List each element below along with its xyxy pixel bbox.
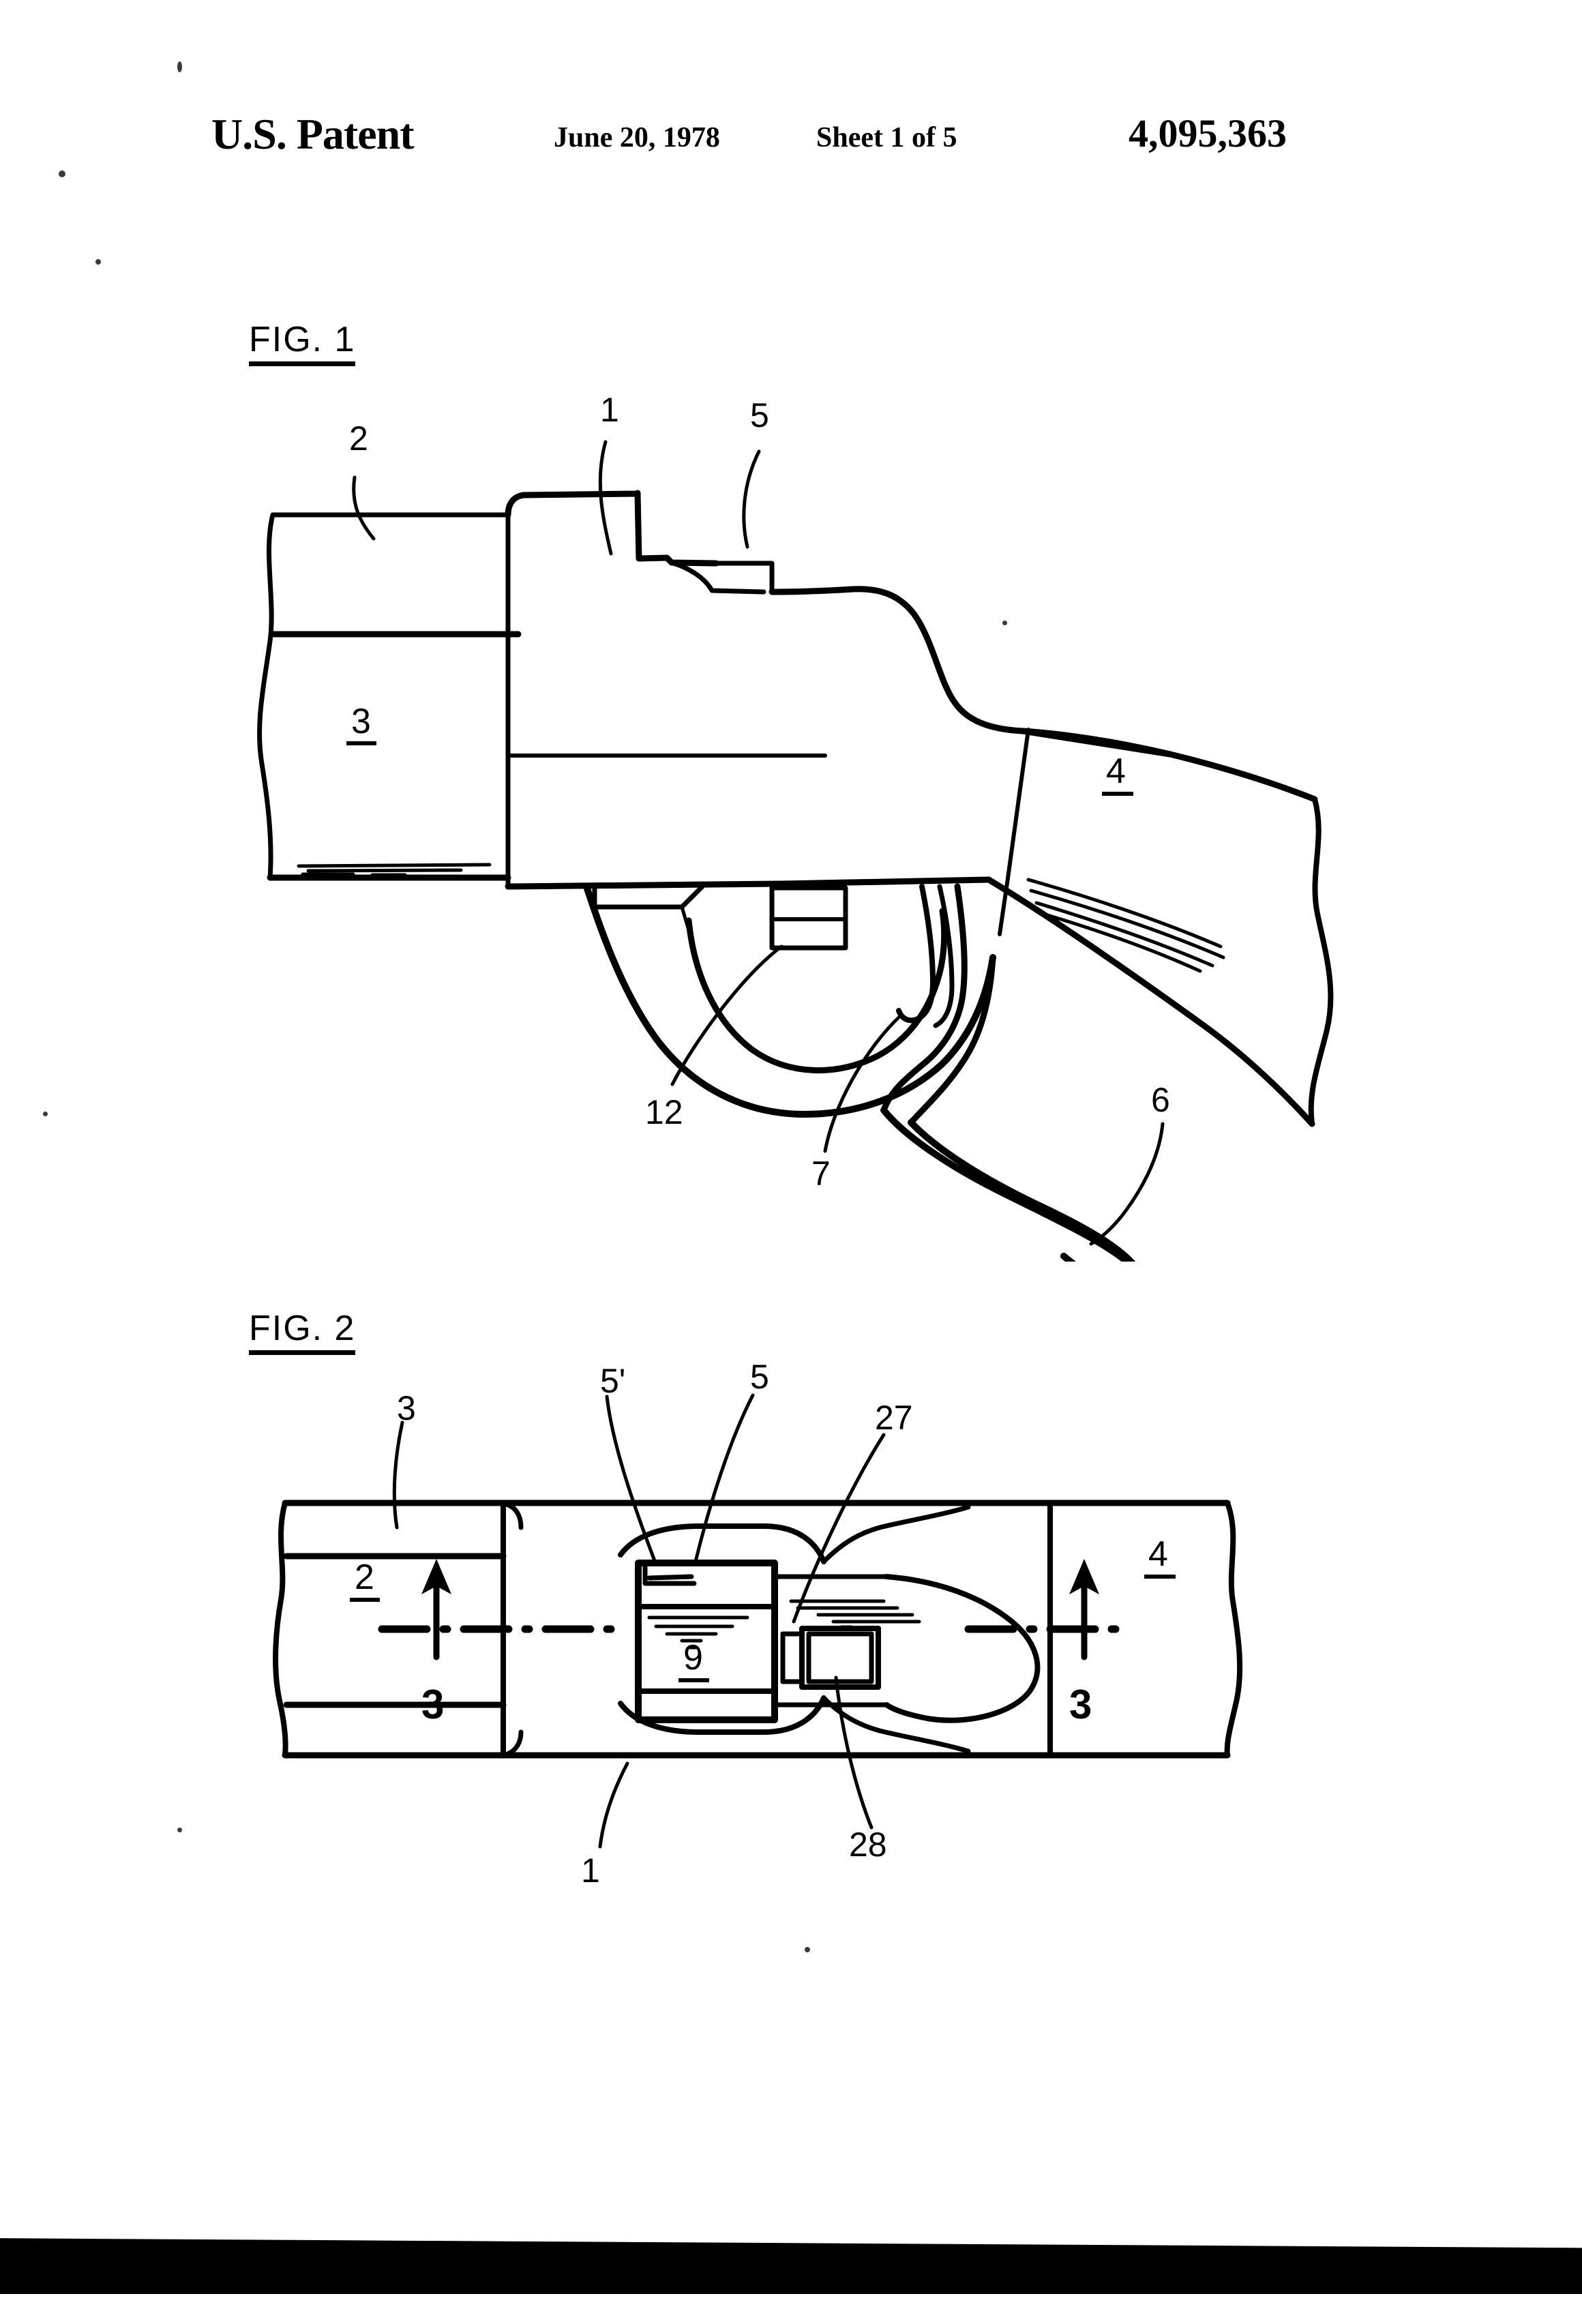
scan-speck — [177, 1828, 182, 1832]
scan-speck — [59, 170, 65, 177]
patent-header: U.S. Patent June 20, 1978 Sheet 1 of 5 4… — [0, 109, 1582, 184]
ref-numeral-3-forearm: 3 — [397, 1389, 416, 1427]
ref-numeral-9: 9 — [683, 1638, 703, 1678]
ref-numeral-6: 6 — [1151, 1081, 1170, 1119]
ref-numeral-7: 7 — [811, 1154, 831, 1193]
ref-numeral-28: 28 — [849, 1826, 887, 1864]
ref-numeral-2: 2 — [355, 1558, 374, 1597]
ref-numeral-4: 4 — [1106, 751, 1126, 791]
section-label-right: 3 — [1069, 1682, 1092, 1727]
scan-speck — [95, 259, 101, 265]
ref-numeral-1: 1 — [581, 1851, 600, 1890]
scan-speck — [43, 1112, 48, 1116]
scan-speck — [805, 1947, 810, 1952]
patent-office-label: U.S. Patent — [211, 110, 415, 158]
ref-numeral-5: 5 — [750, 1358, 769, 1396]
ref-numeral-5-prime: 5' — [600, 1362, 625, 1400]
patent-number: 4,095,363 — [1129, 111, 1287, 155]
figure-2-title: FIG. 2 — [249, 1311, 356, 1355]
ref-numeral-5: 5 — [750, 396, 769, 434]
footer-black-slab — [0, 2238, 1582, 2294]
ref-numeral-3: 3 — [351, 702, 371, 741]
scan-speck — [177, 61, 182, 72]
section-arrow-right-head — [1069, 1559, 1099, 1594]
ref-numeral-2: 2 — [349, 419, 368, 458]
sheet-number: Sheet 1 of 5 — [816, 122, 957, 153]
page-footer-bar — [0, 2229, 1582, 2294]
ref-numeral-1: 1 — [600, 391, 619, 429]
section-label-left: 3 — [421, 1682, 444, 1727]
section-arrow-left-head — [421, 1559, 451, 1594]
figure-1-title: FIG. 1 — [249, 322, 356, 366]
patent-date: June 20, 1978 — [554, 122, 720, 153]
ref-numeral-4: 4 — [1148, 1534, 1168, 1574]
ref-numeral-12: 12 — [645, 1093, 683, 1131]
figure-1-drawing: 2 1 5 3 4 12 7 6 — [257, 391, 1334, 1262]
scan-speck — [1002, 621, 1007, 625]
ref-numeral-27: 27 — [875, 1399, 913, 1437]
